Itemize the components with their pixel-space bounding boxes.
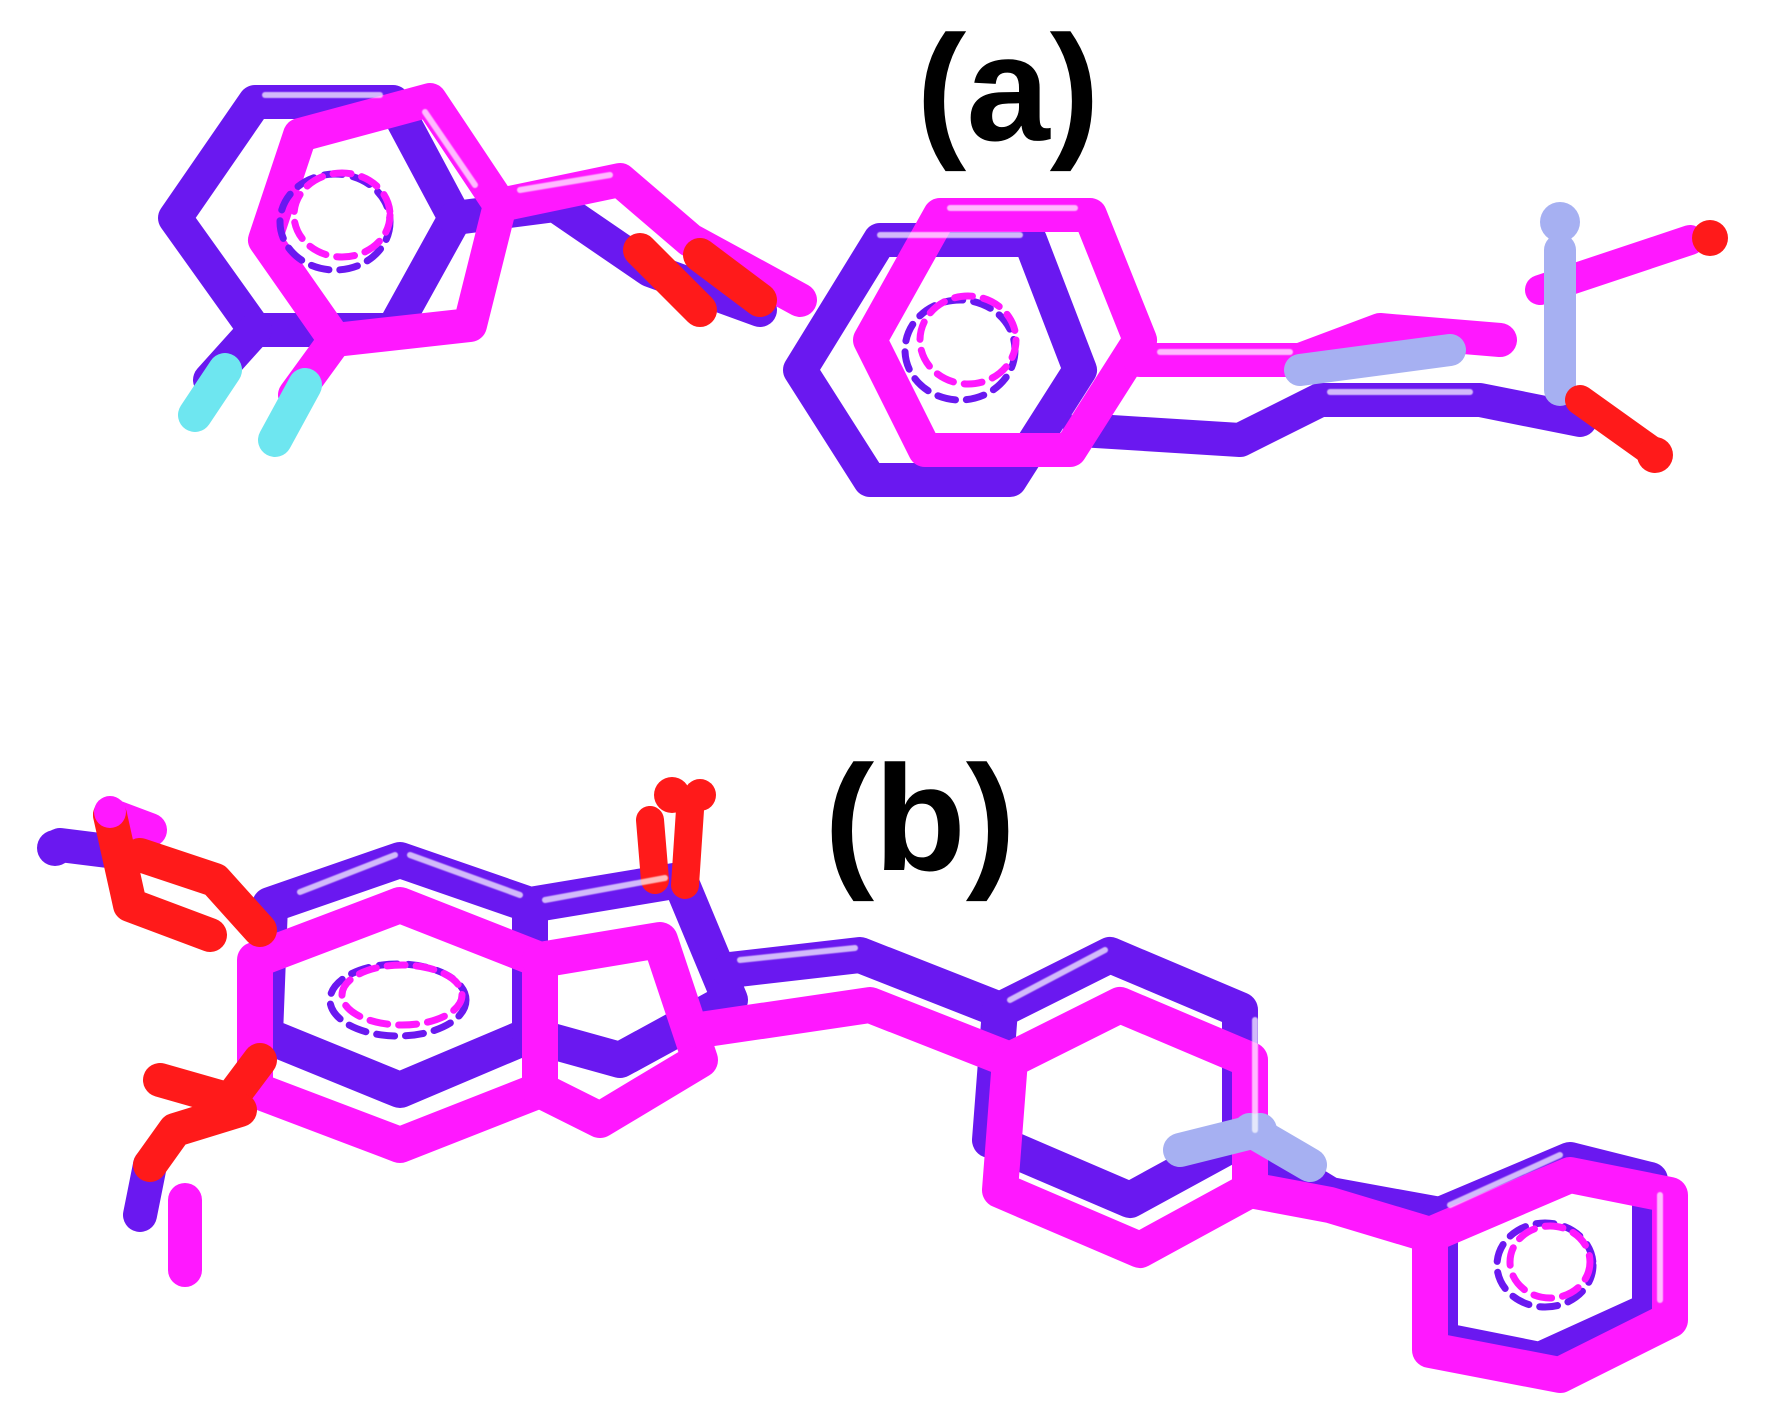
nitrogen-atom bbox=[1540, 202, 1580, 242]
panel-a-label: (a) bbox=[916, 4, 1099, 172]
panel-a-heteroatoms bbox=[178, 202, 1728, 473]
panel-b-aromatic-rings bbox=[326, 960, 1597, 1311]
oxygen-atom bbox=[684, 779, 716, 811]
panel-b-label: (b) bbox=[824, 734, 1016, 902]
panel-a-highlights bbox=[262, 92, 1473, 395]
methyl-cap bbox=[37, 830, 73, 866]
panel-a: (a) bbox=[158, 4, 1728, 497]
panel-b-heteroatoms bbox=[37, 777, 1327, 1182]
methyl-cap bbox=[94, 796, 126, 828]
panel-b-highlights bbox=[297, 852, 1663, 1303]
panel-a-structure-2 bbox=[248, 83, 1705, 467]
panel-a-aromatic-rings bbox=[276, 169, 1020, 404]
oxygen-atom bbox=[654, 777, 690, 813]
oxygen-atom bbox=[1637, 437, 1673, 473]
panel-a-structure-1 bbox=[158, 85, 1597, 497]
panel-b: (b) bbox=[37, 734, 1688, 1393]
oxygen-atom bbox=[1692, 220, 1728, 256]
